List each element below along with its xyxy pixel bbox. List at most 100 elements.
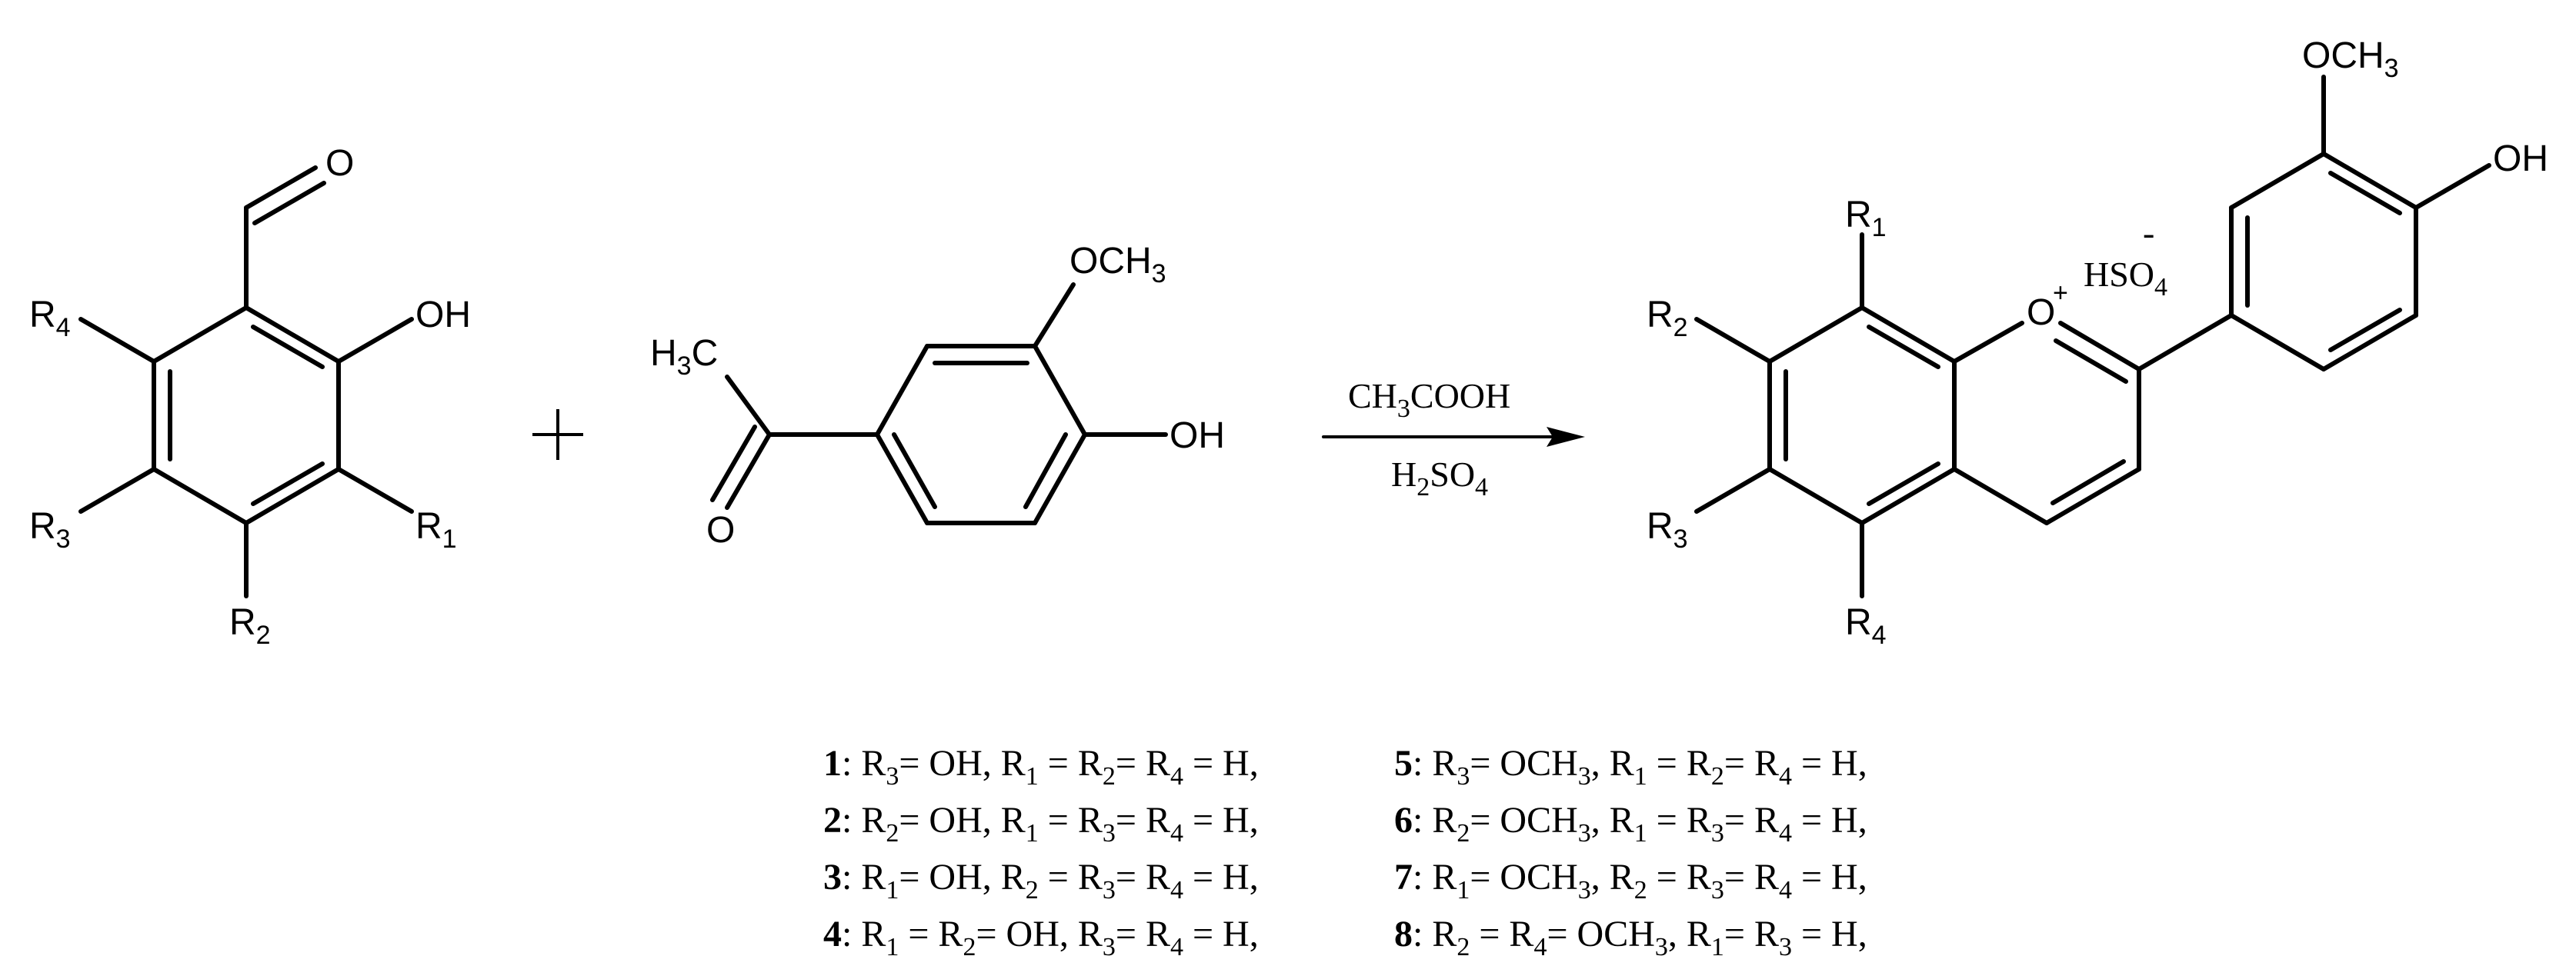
definition-3: 3: R1= OH, R2 = R3= R4 = H,	[823, 857, 1259, 904]
subscript: 1	[1026, 762, 1039, 791]
compound-number: 7	[1394, 857, 1413, 898]
reagent-acetic-acid: CH3COOH	[1348, 376, 1510, 423]
reagent-sulfuric-acid: H2SO4	[1391, 455, 1488, 501]
definition-text: = H,	[1183, 743, 1259, 784]
definition-text: , R	[1591, 857, 1634, 898]
r1-label: R1	[1845, 195, 1887, 242]
hydroxyl-label: OH	[415, 295, 471, 335]
definition-text: = OH, R	[976, 914, 1102, 954]
definition-text: : R	[842, 800, 886, 841]
methoxy-label: OCH3	[1069, 241, 1166, 288]
ketone-oxygen-label: O	[706, 510, 735, 551]
methyl-label: H3C	[650, 333, 718, 381]
r3-label: R3	[1647, 506, 1688, 554]
r2-label: R2	[229, 602, 271, 650]
definition-text: = OCH	[1470, 743, 1577, 784]
methoxy-bond	[1033, 282, 1076, 348]
acetyl-group	[710, 375, 879, 510]
definition-text: = R	[899, 914, 963, 954]
definition-text: = OCH	[1547, 914, 1654, 954]
benzene-ring-bonds	[875, 344, 1087, 525]
subscript: 2	[1457, 819, 1470, 848]
definition-text: : R	[842, 857, 886, 898]
subscript: 3	[1578, 819, 1591, 848]
definition-text: = R	[1116, 914, 1170, 954]
definition-text: = H,	[1183, 914, 1259, 954]
reactant-acetovanillone: H3C O OCH3 OH	[650, 241, 1225, 551]
subscript: 1	[1457, 876, 1470, 904]
subscript: 2	[1711, 762, 1724, 791]
subscript: 4	[1170, 933, 1183, 961]
definition-text: = R	[1039, 743, 1103, 784]
subscript: 1	[886, 933, 899, 961]
compound-number: 2	[823, 800, 842, 841]
definition-text: = OH, R	[899, 857, 1025, 898]
subscript: 3	[886, 762, 899, 791]
pyrylium-oxygen-label: O	[2027, 292, 2055, 333]
phenyl-ring-bonds	[2229, 152, 2418, 371]
definition-text: = H,	[1792, 914, 1867, 954]
aldehyde-group	[244, 165, 326, 310]
definition-text: : R	[842, 914, 886, 954]
definition-text: = H,	[1183, 800, 1259, 841]
subscript: 1	[1026, 819, 1039, 848]
reaction-arrow	[1322, 427, 1585, 447]
compound-number: 4	[823, 914, 842, 954]
definition-text: = OH, R	[899, 800, 1025, 841]
definition-4: 4: R1 = R2= OH, R3= R4 = H,	[823, 914, 1259, 961]
hydroxyl-label: OH	[2493, 138, 2548, 179]
definition-text: , R	[1591, 743, 1634, 784]
oh-bond	[2414, 163, 2491, 210]
subscript: 2	[1103, 762, 1116, 791]
substituent-definitions: 1: R3= OH, R1 = R2= R4 = H, 2: R2= OH, R…	[823, 743, 1867, 961]
subscript: 3	[1103, 819, 1116, 848]
subscript: 4	[1170, 762, 1183, 791]
definition-text: = R	[1724, 857, 1779, 898]
definition-text: = R	[1724, 800, 1779, 841]
definition-7: 7: R1= OCH3, R2 = R3= R4 = H,	[1394, 857, 1867, 904]
r2-label: R2	[1647, 295, 1688, 342]
r1-label: R1	[415, 506, 457, 554]
compound-number: 5	[1394, 743, 1413, 784]
subscript: 4	[1170, 819, 1183, 848]
subscript: 2	[1634, 876, 1647, 904]
definition-text: = H,	[1792, 743, 1867, 784]
subscript: 1	[1711, 933, 1724, 961]
definition-5: 5: R3= OCH3, R1 = R2= R4 = H,	[1394, 743, 1867, 791]
subscript: 3	[1103, 876, 1116, 904]
counterion-label: HSO4	[2084, 255, 2167, 301]
definition-text: : R	[842, 743, 886, 784]
definition-text: = R	[1116, 743, 1170, 784]
subscript: 4	[1779, 762, 1792, 791]
definition-text: = R	[1724, 914, 1779, 954]
oh-bond	[336, 317, 414, 364]
r4-label: R4	[1845, 602, 1887, 650]
definition-text: = R	[1647, 743, 1711, 784]
definition-8: 8: R2 = R4= OCH3, R1= R3 = H,	[1394, 914, 1867, 961]
subscript: 3	[1457, 762, 1470, 791]
subscript: 1	[1634, 819, 1647, 848]
counterion-charge-label: -	[2143, 213, 2154, 252]
definition-1: 1: R3= OH, R1 = R2= R4 = H,	[823, 743, 1259, 791]
definition-text: , R	[1591, 800, 1634, 841]
definition-text: = R	[1647, 800, 1711, 841]
subscript: 2	[1457, 933, 1470, 961]
hydroxyl-label: OH	[1170, 415, 1225, 456]
subscript: 4	[1779, 876, 1792, 904]
definition-text: = H,	[1183, 857, 1259, 898]
subscript: 1	[886, 876, 899, 904]
compound-number: 1	[823, 743, 842, 784]
reactant-salicylaldehyde: O OH R4 R3 R2 R1	[29, 143, 471, 650]
aldehyde-oxygen-label: O	[325, 143, 354, 184]
r2-bond	[1694, 317, 1772, 364]
compound-number: 6	[1394, 800, 1413, 841]
plus-sign	[532, 409, 583, 460]
subscript: 2	[963, 933, 976, 961]
positive-charge-label: +	[2053, 278, 2068, 308]
subscript: 3	[1103, 933, 1116, 961]
r4-bond	[78, 317, 156, 364]
definition-text: = R	[1039, 857, 1103, 898]
definition-text: = R	[1116, 800, 1170, 841]
product-flavylium-salt: R1 R2 R3 R4 O + - HSO4 OCH3 OH	[1647, 35, 2548, 650]
